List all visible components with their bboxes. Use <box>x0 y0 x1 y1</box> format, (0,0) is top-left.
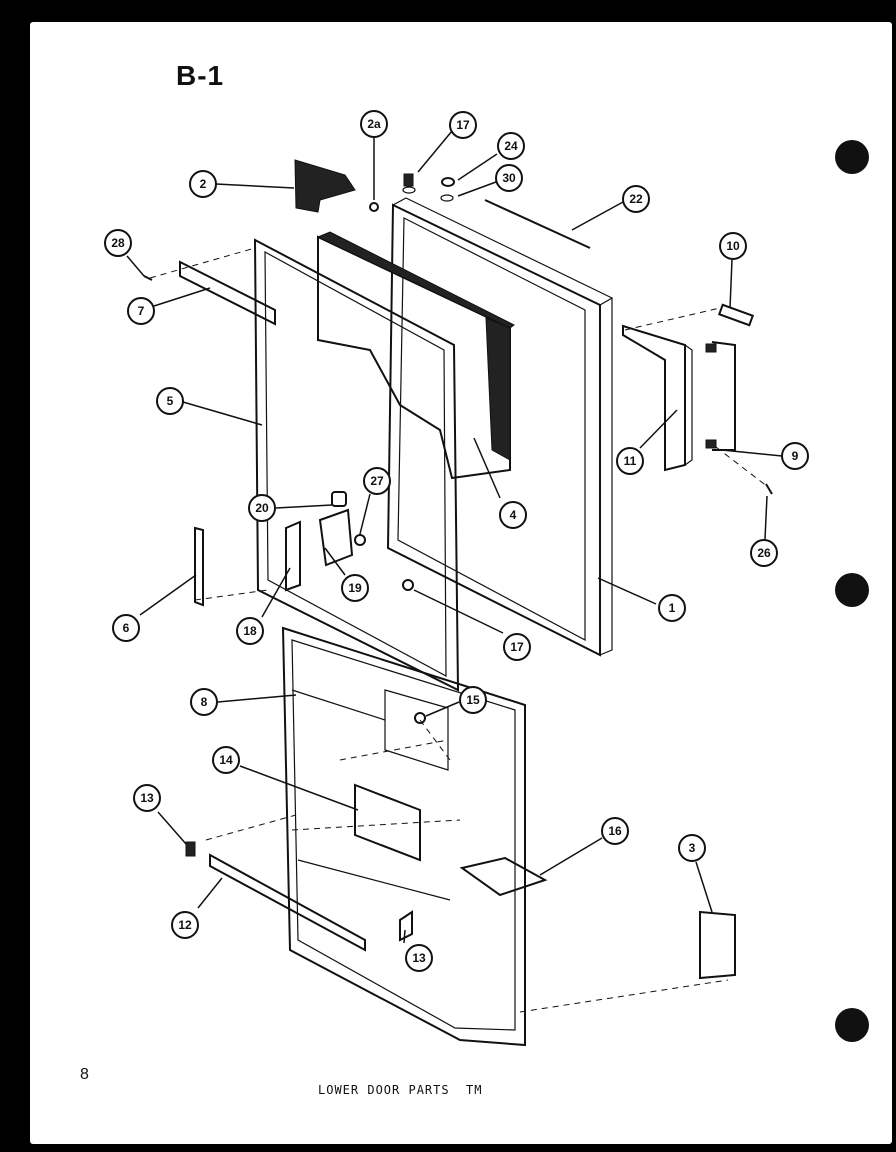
door-gasket <box>253 238 460 692</box>
top-strip-22 <box>484 199 591 249</box>
svg-text:30: 30 <box>502 171 516 185</box>
callout-10: 10 <box>719 232 747 260</box>
svg-text:13: 13 <box>140 791 154 805</box>
callout-2: 2 <box>189 170 217 198</box>
callout-7: 7 <box>127 297 155 325</box>
callout-8: 8 <box>190 688 218 716</box>
bottom-rail-12 <box>209 853 366 952</box>
callout-19: 19 <box>341 574 369 602</box>
svg-text:1: 1 <box>669 601 676 615</box>
svg-text:4: 4 <box>510 508 517 522</box>
mounting-plate-14 <box>354 783 421 862</box>
svg-text:9: 9 <box>792 449 799 463</box>
svg-text:18: 18 <box>243 624 257 638</box>
callout-16: 16 <box>601 817 629 845</box>
binder-hole-bottom <box>835 1008 869 1042</box>
hinge-bracket <box>294 159 356 213</box>
washer-top <box>402 186 416 194</box>
callout-2a: 2a <box>360 110 388 138</box>
callout-4: 4 <box>499 501 527 529</box>
binder-hole-top <box>835 140 869 174</box>
screw-26 <box>765 483 773 495</box>
lower-door-panel <box>281 626 526 1047</box>
svg-text:27: 27 <box>370 474 384 488</box>
callout-14: 14 <box>212 746 240 774</box>
callout-26: 26 <box>750 539 778 567</box>
svg-text:22: 22 <box>629 192 643 206</box>
washer-2a <box>369 202 379 212</box>
bushing-20 <box>331 491 347 507</box>
screw-15 <box>414 712 426 724</box>
door-handle-11 <box>622 324 693 472</box>
hinge-plate-19 <box>318 508 354 567</box>
callout-6: 6 <box>112 614 140 642</box>
svg-text:17: 17 <box>456 118 470 132</box>
callout-3: 3 <box>678 834 706 862</box>
svg-text:24: 24 <box>504 139 518 153</box>
callout-22: 22 <box>622 185 650 213</box>
cover-3 <box>699 910 736 980</box>
binder-hole-middle <box>835 573 869 607</box>
callout-12: 12 <box>171 911 199 939</box>
bushing-17-bottom <box>402 579 414 591</box>
svg-text:12: 12 <box>178 918 192 932</box>
page-number: 8 <box>80 1066 89 1083</box>
svg-text:17: 17 <box>510 640 524 654</box>
hinge-plate-18 <box>285 520 301 592</box>
callout-27: 27 <box>363 467 391 495</box>
svg-text:6: 6 <box>123 621 130 635</box>
washer-30 <box>440 194 454 202</box>
shim-10 <box>717 303 755 327</box>
svg-text:26: 26 <box>757 546 771 560</box>
svg-text:28: 28 <box>111 236 125 250</box>
insulation-block <box>316 231 515 480</box>
svg-text:20: 20 <box>255 501 269 515</box>
svg-text:8: 8 <box>201 695 208 709</box>
svg-text:10: 10 <box>726 239 740 253</box>
screw-28 <box>143 275 153 281</box>
callout-13-left: 13 <box>133 784 161 812</box>
callout-11: 11 <box>616 447 644 475</box>
assembly-guide-lines <box>149 247 769 1013</box>
clip-13-left <box>185 841 196 857</box>
svg-text:13: 13 <box>412 951 426 965</box>
callout-24: 24 <box>497 132 525 160</box>
svg-text:3: 3 <box>689 841 696 855</box>
callout-18: 18 <box>236 617 264 645</box>
top-trim-strip <box>179 260 276 326</box>
callout-1: 1 <box>658 594 686 622</box>
svg-text:14: 14 <box>219 753 233 767</box>
svg-text:19: 19 <box>348 581 362 595</box>
callout-5: 5 <box>156 387 184 415</box>
callout-20: 20 <box>248 494 276 522</box>
svg-text:11: 11 <box>624 454 637 468</box>
screw-27 <box>354 534 366 546</box>
callout-15: 15 <box>459 686 487 714</box>
diagram-caption: LOWER DOOR PARTS TM <box>318 1083 483 1097</box>
callout-9: 9 <box>781 442 809 470</box>
handle-bracket-9 <box>705 341 736 451</box>
clip-13-right <box>399 910 413 942</box>
bushing-17-top <box>403 173 414 187</box>
tray-16 <box>459 856 548 897</box>
outer-door-frame <box>386 197 614 657</box>
callout-30: 30 <box>495 164 523 192</box>
callout-13-right: 13 <box>405 944 433 972</box>
parts-sheet <box>30 22 892 1144</box>
cap-24 <box>441 177 455 187</box>
callout-28: 28 <box>104 229 132 257</box>
svg-text:5: 5 <box>167 394 174 408</box>
callout-17-top: 17 <box>449 111 477 139</box>
svg-text:2: 2 <box>200 177 207 191</box>
side-strip-6 <box>194 526 204 607</box>
section-title: B-1 <box>176 60 225 91</box>
svg-text:16: 16 <box>608 824 622 838</box>
svg-text:2a: 2a <box>367 117 381 131</box>
callout-17-bottom: 17 <box>503 633 531 661</box>
leader-lines <box>126 130 783 944</box>
svg-text:7: 7 <box>138 304 145 318</box>
svg-text:15: 15 <box>466 693 480 707</box>
